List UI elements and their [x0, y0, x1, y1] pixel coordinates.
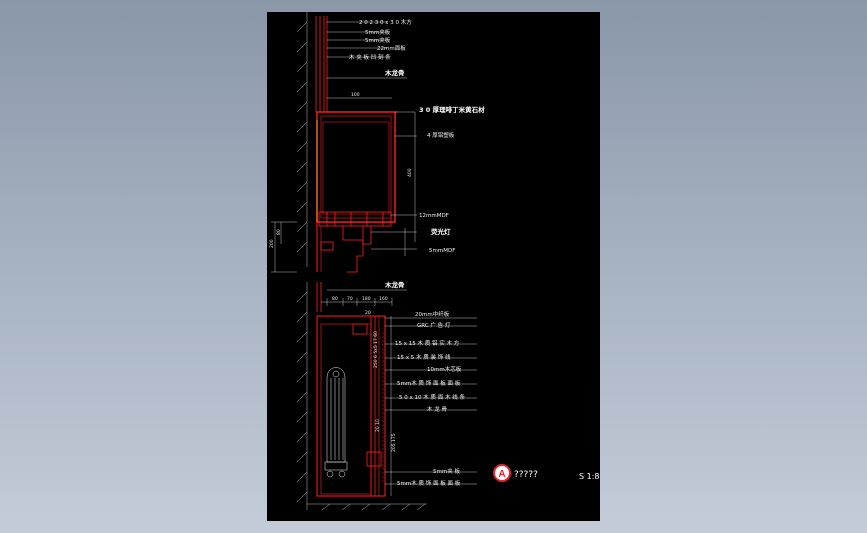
label-bottom-4: 15 x 5 木 质 装 饰 线	[397, 353, 451, 361]
label-top-4: 22mm面板	[377, 44, 406, 52]
label-wood-keel-mid: 木龙骨	[384, 280, 405, 289]
top-panel	[315, 16, 328, 112]
dim-20: 20	[365, 310, 371, 316]
lower-cabinet	[316, 315, 386, 497]
wall-hatch	[296, 12, 427, 511]
light-fixture	[318, 211, 392, 273]
label-mdf: 12mmMDF	[419, 213, 449, 219]
section-drawing: 2 0 2 3 0 x 3 0 木方 5mm夹板 5mm夹板 22mm面板 木 …	[269, 12, 600, 511]
label-bottom-9: 5mm夹 板	[433, 467, 460, 475]
label-wood-keel-top: 木龙骨	[384, 68, 405, 77]
dim-left-2: 80	[276, 229, 282, 235]
dim-left-1: 200	[269, 239, 275, 248]
dim-400: 400	[407, 168, 413, 177]
light-box	[316, 111, 397, 223]
drawing-sheet: 2 0 2 3 0 x 3 0 木方 5mm夹板 5mm夹板 22mm面板 木 …	[267, 12, 600, 521]
label-bottom-2: GRC 广 告 灯	[417, 321, 451, 329]
label-top-3: 5mm夹板	[365, 36, 391, 44]
dim-mid-3: 180	[362, 296, 371, 302]
dim-mid-4: 160	[379, 296, 388, 302]
vdim-2: 20 10	[375, 419, 381, 432]
dim-100: 100	[351, 92, 360, 98]
label-bottom-1: 20mm中纤板	[415, 310, 450, 318]
dim-mid-1: 80	[332, 296, 338, 302]
dim-mid-2: 70	[347, 296, 353, 302]
label-stone: 3 0 厚理啡丁米黄石材	[419, 105, 485, 114]
label-bottom-5: 10mm木芯板	[427, 365, 462, 373]
label-mdf5: 5mmMDF	[429, 248, 455, 254]
label-bottom-7: 5 0 x 10 木 质 面 木 线 条	[399, 393, 465, 401]
label-bottom-10: 5mm木 质 饰 面 板 面 板	[397, 479, 461, 487]
label-top-5: 木 夹 板 凹 刻 条	[349, 53, 391, 61]
label-bottom-3: 15 x 15 木 质 铝 实 木 方	[395, 339, 460, 347]
label-board: 4 厚铝塑板	[427, 131, 455, 139]
drawing-scale: S 1:8	[579, 472, 600, 481]
label-top-2: 5mm夹板	[365, 28, 391, 36]
radiator	[324, 367, 348, 478]
label-top-1: 2 0 2 3 0 x 3 0 木方	[359, 18, 412, 26]
label-bottom-8: 木 龙 骨	[427, 405, 447, 413]
label-light: 荧光灯	[431, 227, 451, 236]
detail-callout: A	[493, 464, 511, 482]
drawing-title: ?????	[514, 470, 538, 480]
vdim-3: 205 175	[391, 433, 397, 452]
label-bottom-6: 5mm木 质 饰 面 板 面 板	[397, 379, 461, 387]
callout-letter: A	[498, 469, 505, 480]
vdim-1: 250 6 5x5 17 60	[373, 331, 379, 368]
